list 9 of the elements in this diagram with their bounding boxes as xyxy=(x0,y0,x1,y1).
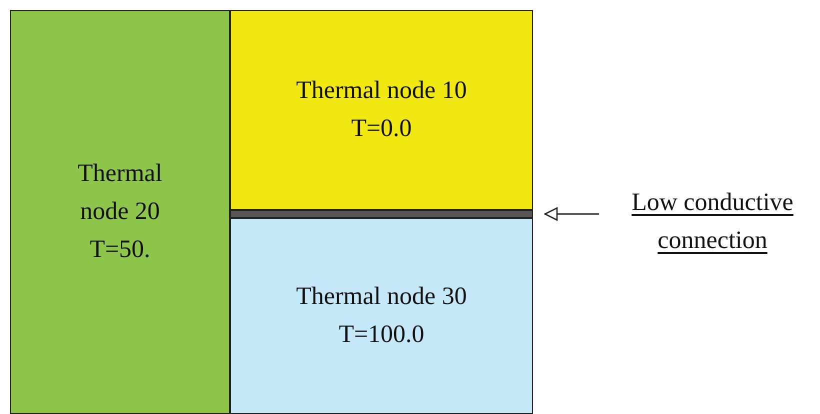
region-box xyxy=(10,10,230,414)
arrow xyxy=(544,207,599,221)
callout-text: Low conductive connection xyxy=(605,184,820,260)
region-box xyxy=(230,218,533,414)
node-label: Thermal node 30 T=100.0 xyxy=(295,282,468,350)
node-label: Thermal node 20 T=50. xyxy=(76,159,164,265)
node-label: Thermal node 10 T=0.0 xyxy=(295,76,468,144)
conductive-bar xyxy=(230,210,533,218)
region-box xyxy=(230,10,533,210)
